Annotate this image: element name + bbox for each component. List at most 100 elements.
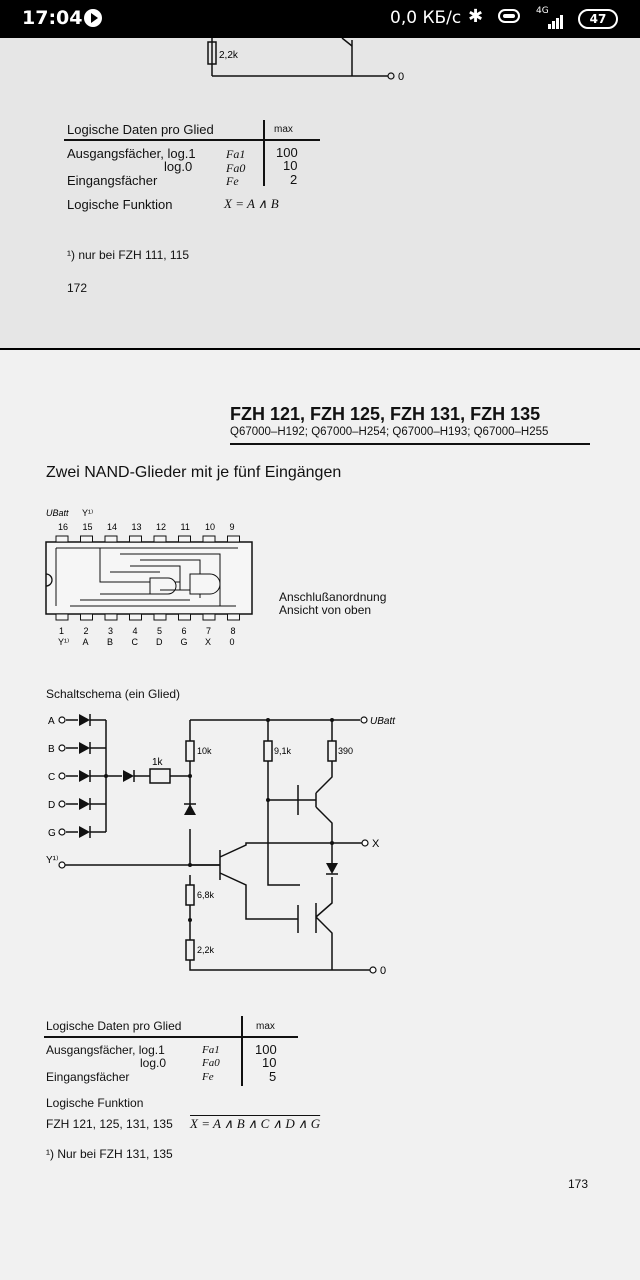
row-value: 10 bbox=[262, 1055, 277, 1070]
chip-body bbox=[45, 541, 253, 615]
pin bbox=[104, 613, 118, 621]
function-label: Logische Funktion bbox=[67, 197, 173, 212]
schematic-title: Schaltschema (ein Glied) bbox=[46, 687, 181, 701]
row-label: log.0 bbox=[140, 1056, 167, 1070]
page-number: 173 bbox=[568, 1177, 589, 1191]
bottom-pin-number: 4 bbox=[133, 626, 138, 636]
max-header: max bbox=[274, 124, 293, 135]
resistor-label: 2,2k bbox=[197, 945, 215, 955]
bottom-pin-number: 6 bbox=[182, 626, 187, 636]
pin bbox=[129, 613, 142, 621]
page-number: 172 bbox=[67, 281, 88, 295]
top-pin-number: 15 bbox=[83, 522, 93, 532]
pin bbox=[178, 613, 191, 621]
pin bbox=[202, 613, 216, 621]
page-172: 2,2k 0 Logische Daten pro Glied max Ausg… bbox=[0, 38, 640, 348]
function-label: Logische Funktion bbox=[46, 1096, 144, 1110]
function-value: X = A ∧ B ∧ C ∧ D ∧ G bbox=[190, 1116, 321, 1131]
bottom-pin-name: G bbox=[181, 637, 188, 647]
resistor-label: 1k bbox=[152, 757, 164, 768]
y-input-label: Y¹⁾ bbox=[46, 855, 58, 866]
top-pin-number: 16 bbox=[58, 522, 68, 532]
output-label: X bbox=[372, 838, 380, 850]
pin bbox=[227, 535, 240, 543]
top-pin-number: 9 bbox=[230, 522, 235, 532]
top-pin-number: 12 bbox=[156, 522, 166, 532]
pinout-caption: Anschlußanordnung bbox=[279, 590, 387, 604]
resistor-label: 2,2k bbox=[219, 50, 239, 61]
table-rule bbox=[64, 139, 320, 141]
bottom-pin-number: 3 bbox=[108, 626, 113, 636]
row-value: 10 bbox=[283, 158, 298, 173]
row-label: log.0 bbox=[164, 159, 193, 174]
row-symbol: Fa1 bbox=[202, 1044, 220, 1056]
heading-rule bbox=[230, 443, 590, 445]
row-value: 100 bbox=[276, 145, 298, 160]
pin bbox=[129, 535, 142, 543]
pin bbox=[55, 535, 69, 543]
bottom-pin-name: C bbox=[132, 637, 139, 647]
status-bar: 17:04 0,0 КБ/с ✱ 4G 47 bbox=[0, 0, 640, 38]
page-173: FZH 121, FZH 125, FZH 131, FZH 135 Q6700… bbox=[0, 350, 640, 1280]
circuit-schematic: A B C D G Y¹⁾ UBatt X 0 1k 10k 9,1k 390 … bbox=[46, 713, 396, 977]
table-rule bbox=[44, 1036, 298, 1038]
resistor-label: 390 bbox=[338, 746, 353, 756]
schematic-fragment-172: 2,2k 0 bbox=[207, 38, 404, 83]
row-value: 2 bbox=[290, 172, 298, 187]
input-label: D bbox=[48, 800, 55, 811]
pin bbox=[153, 535, 167, 543]
input-label: B bbox=[48, 744, 55, 755]
pinout-caption-2: Ansicht von oben bbox=[279, 603, 372, 617]
internal-wiring bbox=[55, 547, 238, 607]
chip-notch bbox=[45, 573, 53, 587]
row-symbol: Fe bbox=[202, 1071, 214, 1083]
pin bbox=[80, 613, 93, 621]
row-symbol: Fa1 bbox=[226, 147, 246, 161]
pin-stubs bbox=[55, 535, 240, 621]
resistor-label: 10k bbox=[197, 746, 212, 756]
order-codes: Q67000–H192; Q67000–H254; Q67000–H193; Q… bbox=[230, 426, 549, 438]
input-label: C bbox=[48, 772, 55, 783]
row-symbol: Fa0 bbox=[202, 1057, 220, 1069]
table-title: Logische Daten pro Glied bbox=[67, 122, 214, 137]
max-header: max bbox=[256, 1021, 275, 1032]
function-devices: FZH 121, 125, 131, 135 bbox=[46, 1117, 173, 1131]
pin-label-ubatt: UBatt bbox=[46, 508, 69, 518]
page-heading: FZH 121, FZH 125, FZH 131, FZH 135 bbox=[230, 404, 541, 424]
pin bbox=[80, 535, 93, 543]
pin-label-y: Y¹⁾ bbox=[82, 508, 93, 518]
table-divider bbox=[241, 1016, 243, 1086]
ground-label: 0 bbox=[380, 965, 386, 977]
bottom-pin-number: 5 bbox=[157, 626, 162, 636]
pin bbox=[227, 613, 240, 621]
bottom-pin-name: B bbox=[107, 637, 113, 647]
signal-icon bbox=[548, 10, 564, 29]
pin bbox=[153, 613, 167, 621]
top-pin-number: 11 bbox=[181, 522, 190, 532]
resistor-label: 6,8k bbox=[197, 890, 215, 900]
media-play-icon bbox=[84, 9, 102, 27]
footnote: ¹) nur bei FZH 111, 115 bbox=[67, 248, 190, 262]
row-label: Eingangsfächer bbox=[46, 1070, 130, 1084]
bottom-pin-name: X bbox=[205, 637, 211, 647]
bottom-pin-number: 1 bbox=[59, 626, 64, 636]
network-type: 4G bbox=[536, 6, 549, 16]
vibrate-icon bbox=[496, 6, 522, 31]
bottom-pin-name: A bbox=[83, 637, 89, 647]
top-pin-number: 10 bbox=[205, 522, 215, 532]
input-label: A bbox=[48, 716, 55, 727]
clock: 17:04 bbox=[22, 7, 83, 29]
table-divider bbox=[263, 120, 265, 186]
pin bbox=[104, 535, 118, 543]
footnote: ¹) Nur bei FZH 131, 135 bbox=[46, 1147, 173, 1161]
table-title: Logische Daten pro Glied bbox=[46, 1019, 182, 1033]
top-pin-number: 13 bbox=[132, 522, 142, 532]
row-label: Ausgangsfächer, log.1 bbox=[46, 1043, 165, 1057]
row-symbol: Fe bbox=[226, 174, 239, 188]
bottom-pin-number: 8 bbox=[231, 626, 236, 636]
function-value: X = A ∧ B bbox=[224, 196, 279, 211]
bottom-pin-name: Y¹⁾ bbox=[58, 637, 69, 647]
